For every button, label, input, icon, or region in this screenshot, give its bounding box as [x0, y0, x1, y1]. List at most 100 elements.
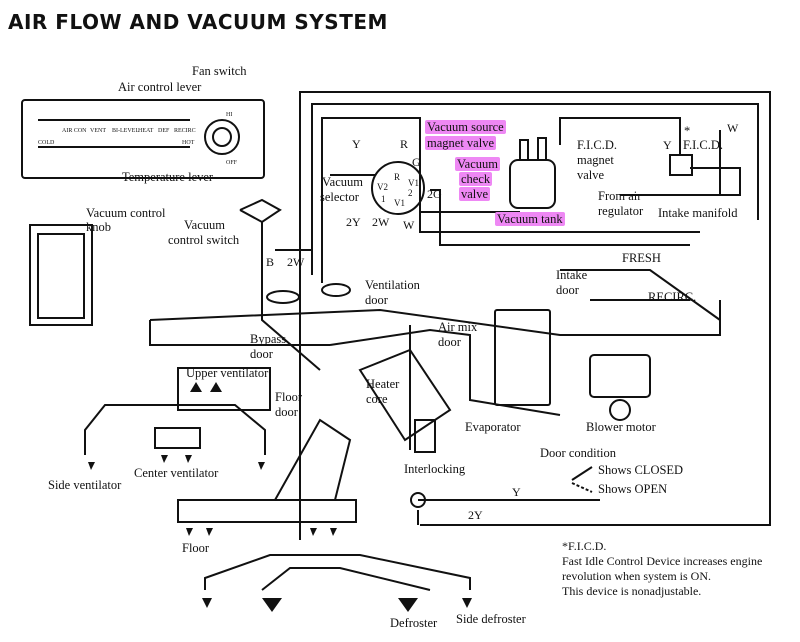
bypass-door-label-2: door	[250, 347, 273, 361]
fan-switch-knob	[204, 119, 240, 155]
arrow-upper-vent-1	[190, 382, 202, 392]
arrow-side-vent-1	[88, 462, 95, 470]
selector-port-r: R	[394, 172, 401, 182]
arrow-defrost-4	[462, 598, 472, 608]
vacuum-control-switch-label-2: control switch	[168, 233, 240, 247]
door-condition-label: Door condition	[540, 446, 617, 460]
selector-port-1: 1	[381, 194, 386, 204]
ventilation-door-label: Ventilation	[365, 278, 420, 292]
intake-door-label-2: door	[556, 283, 579, 297]
shows-closed-label: Shows CLOSED	[598, 463, 684, 477]
arrow-defrost-1	[202, 598, 212, 608]
vacuum-knob-housing	[29, 224, 93, 326]
vacuum-selector-label: Vacuum	[322, 175, 363, 189]
floor-outlet	[177, 499, 357, 523]
panel-def: DEF	[158, 128, 170, 134]
control-panel	[21, 99, 265, 179]
arrow-center-vent-1	[161, 455, 168, 463]
floor-label: Floor	[182, 541, 210, 555]
arrow-center-vent-2	[185, 455, 192, 463]
panel-bi-level: BI-LEVEL	[112, 128, 139, 134]
arrow-side-vent-2	[258, 462, 265, 470]
vacuum-check-valve-label-2: check	[459, 172, 493, 186]
panel-air-con: AIR CON	[62, 128, 87, 134]
side-ventilator-label: Side ventilator	[48, 478, 122, 492]
vacuum-tank-label: Vacuum tank	[495, 212, 565, 226]
wire-code-2w: 2W	[372, 215, 390, 229]
panel-hot: HOT	[182, 140, 195, 146]
selector-port-v1-top: V1	[408, 178, 419, 188]
wire-code-g: G	[412, 155, 421, 169]
vacuum-hose-outer	[299, 91, 771, 540]
closed-door-symbol	[571, 466, 593, 481]
heater-unit-case	[149, 320, 330, 346]
heater-core-label: Heater	[366, 377, 400, 391]
page-title: AIR FLOW AND VACUUM SYSTEM	[8, 10, 388, 34]
panel-recirc: RECIRC	[174, 128, 196, 134]
selector-port-2: 2	[408, 188, 413, 198]
wire-code-y-top: Y	[352, 137, 361, 151]
air-mix-door-label: Air mix	[438, 320, 478, 334]
footnote-line-1: *F.I.C.D.	[562, 539, 607, 553]
floor-door-label: Floor	[275, 390, 303, 404]
vacuum-source-label: Vacuum source	[425, 120, 506, 134]
ficd-magnet-label: F.I.C.D.	[577, 138, 617, 152]
vacuum-source-label-2: magnet valve	[425, 136, 496, 150]
ventilation-door-label-2: door	[365, 293, 388, 307]
wire-code-y-lower: Y	[512, 485, 521, 499]
ficd-star: *	[684, 124, 691, 138]
vacuum-check-valve-label: Vacuum	[455, 157, 500, 171]
vacuum-selector-label-2: selector	[320, 190, 359, 204]
arrow-floor-3	[310, 528, 317, 536]
center-ventilator-label: Center ventilator	[134, 466, 219, 480]
vacuum-control-switch-label: Vacuum	[184, 218, 225, 232]
vacuum-hose-inner	[311, 103, 759, 275]
temperature-lever-label: Temperature lever	[122, 170, 214, 184]
vacuum-control-knob-label-2: knob	[86, 220, 111, 234]
fresh-label: FRESH	[622, 251, 661, 265]
shows-open-label: Shows OPEN	[598, 482, 668, 496]
arrow-floor-2	[206, 528, 213, 536]
arrow-floor-1	[186, 528, 193, 536]
arrow-defrost-3	[398, 598, 418, 612]
wire-code-2g: 2G	[427, 187, 442, 201]
air-mix-door-label-2: door	[438, 335, 461, 349]
blower-motor-label: Blower motor	[586, 420, 656, 434]
ventilator-manifold	[84, 404, 266, 455]
panel-heat: HEAT	[138, 128, 154, 134]
footnote-line-2: Fast Idle Control Device increases engin…	[562, 554, 763, 568]
evaporator-core	[494, 309, 551, 406]
vacuum-check-valve-label-3: valve	[459, 187, 491, 201]
wire-code-w-right: W	[727, 121, 739, 135]
heater-core-block	[358, 348, 452, 442]
arrow-floor-4	[330, 528, 337, 536]
vacuum-actuator-2	[321, 283, 351, 297]
ficd-magnet-label-3: valve	[577, 168, 605, 182]
vacuum-control-knob-label: Vacuum control	[86, 206, 166, 220]
wire-code-w-left: W	[403, 218, 415, 232]
panel-hi: HI	[226, 112, 233, 118]
footnote-line-3: revolution when system is ON.	[562, 569, 711, 583]
intake-door-label: Intake	[556, 268, 588, 282]
ficd-magnet-label-2: magnet	[577, 153, 614, 167]
fan-switch-label: Fan switch	[192, 64, 247, 78]
open-door-symbol	[571, 482, 593, 493]
panel-off: OFF	[226, 160, 238, 166]
selector-port-v1-bottom: V1	[394, 198, 405, 208]
side-defroster-label: Side defroster	[456, 612, 526, 626]
vacuum-control-switch	[239, 198, 282, 224]
wire-code-r: R	[400, 137, 409, 151]
heater-core-label-2: core	[366, 392, 388, 406]
intake-duct	[560, 269, 721, 321]
wire-code-2y: 2Y	[346, 215, 361, 229]
recirc-label: RECIRC.	[648, 290, 697, 304]
wire-code-2y-lower: 2Y	[468, 508, 483, 522]
from-air-regulator-label: From air	[598, 189, 642, 203]
panel-cold: COLD	[38, 140, 55, 146]
vacuum-tank	[509, 159, 556, 209]
air-control-lever-label: Air control lever	[118, 80, 202, 94]
upper-ventilator-box	[177, 367, 271, 411]
footnote-line-4: This device is nonadjustable.	[562, 584, 702, 598]
